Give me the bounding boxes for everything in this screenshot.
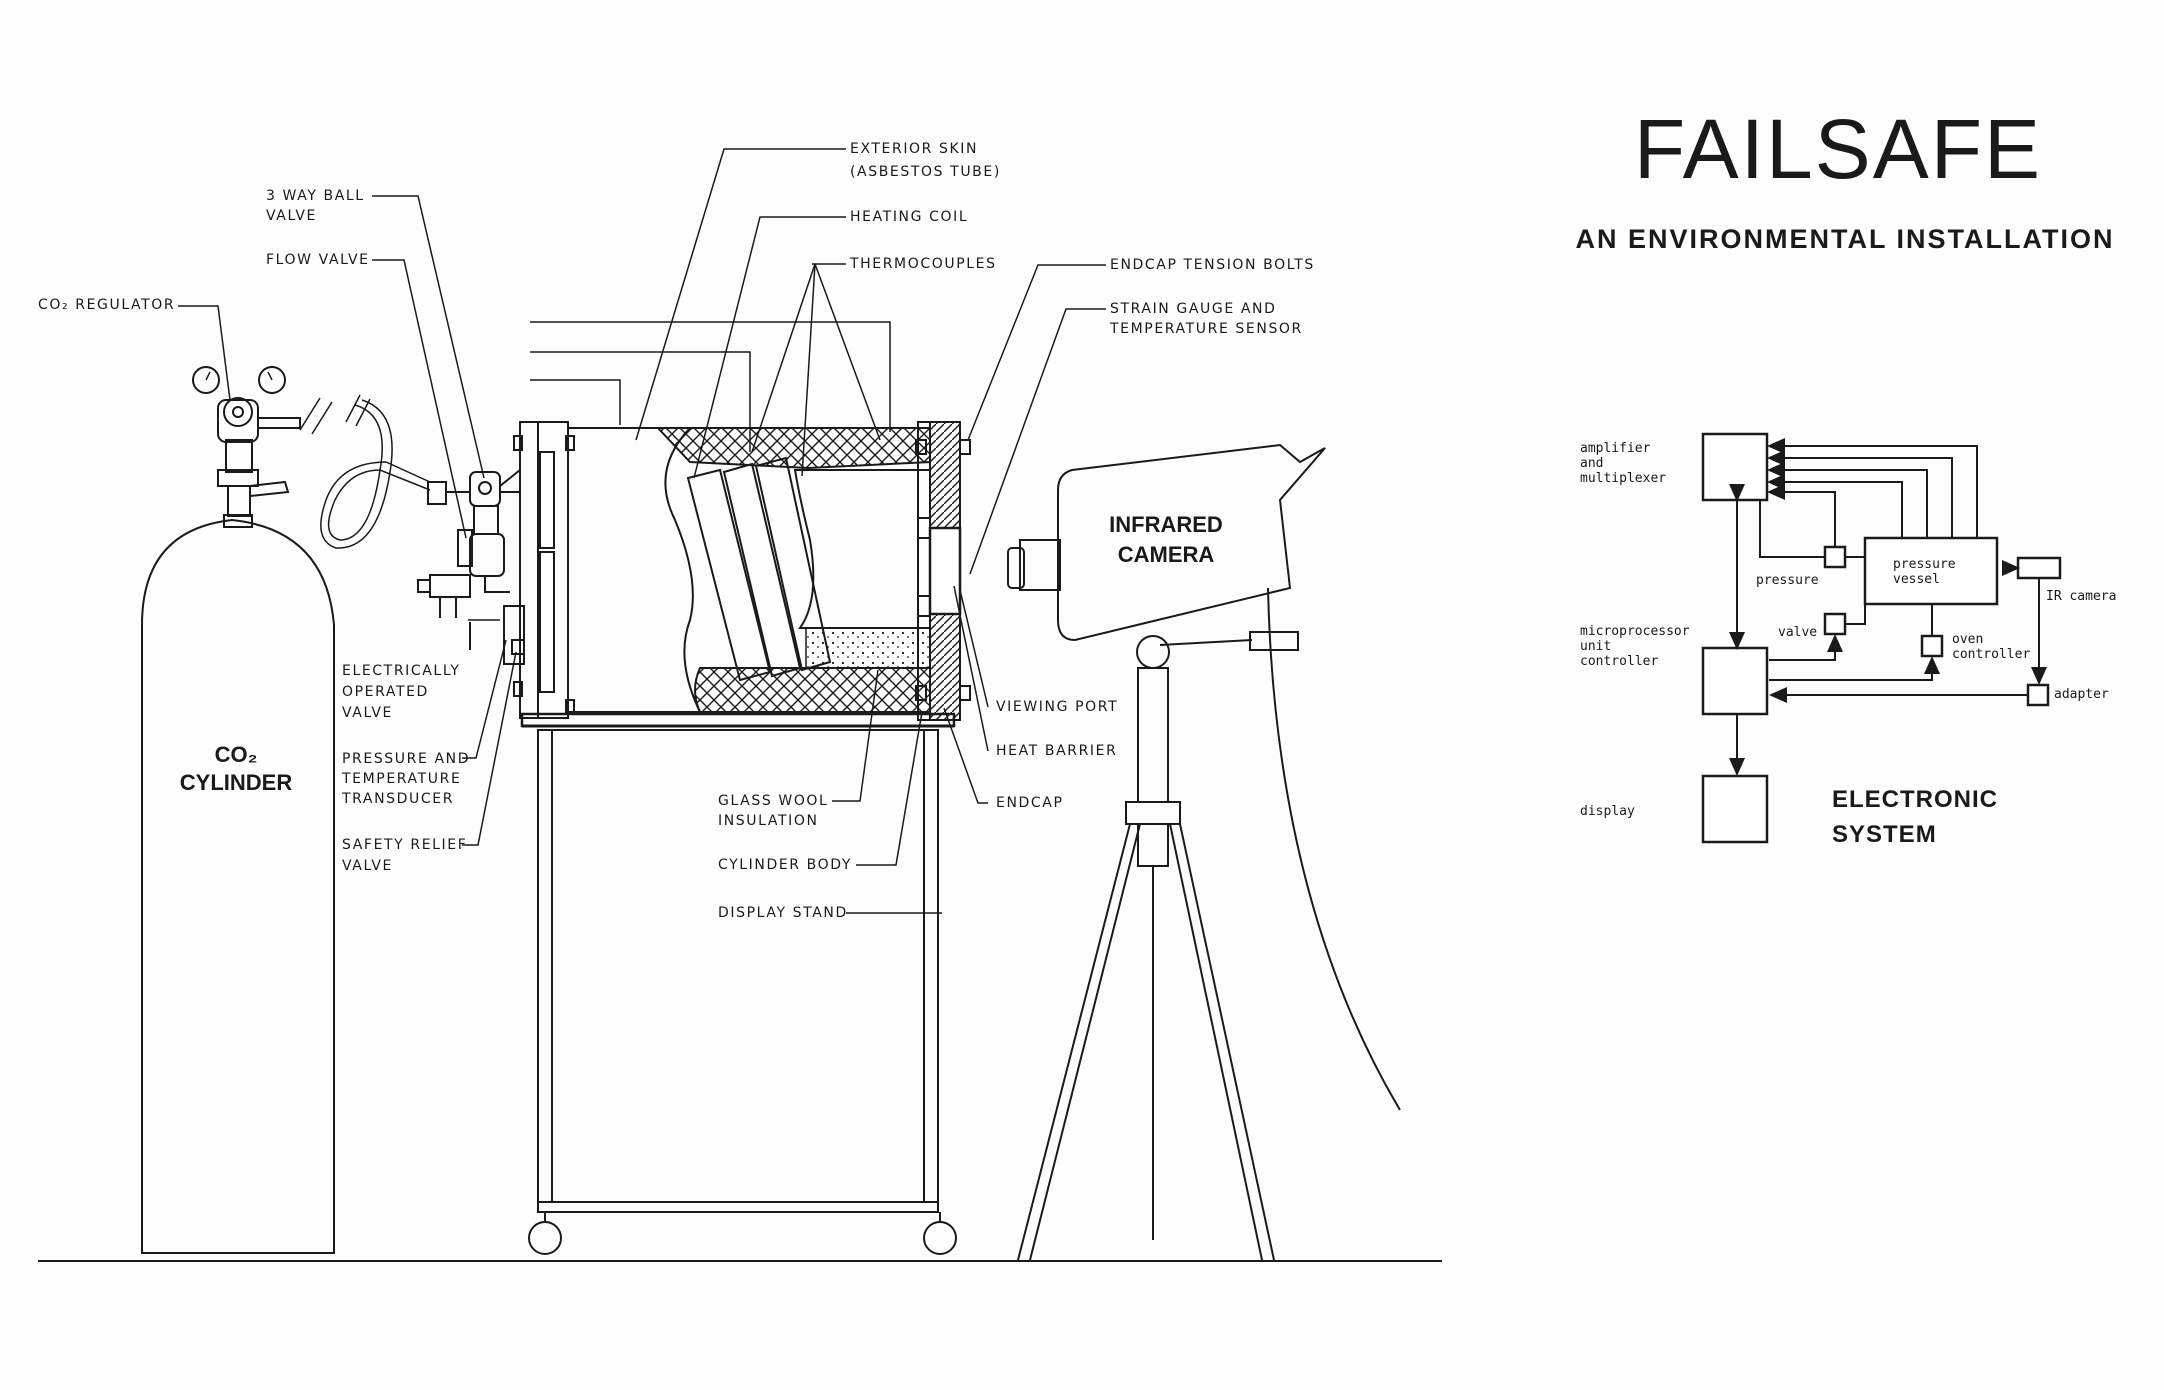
- valve-box: [1823, 612, 1847, 636]
- display-label: display: [1580, 804, 1635, 819]
- ir-camera-label: IR camera: [2046, 589, 2116, 604]
- ir-camera-box: [2016, 556, 2062, 580]
- microprocessor-label-line3: controller: [1580, 654, 1658, 669]
- adapter-box: [2026, 683, 2050, 707]
- gas-hose: [320, 394, 431, 549]
- electronic-system-title-line2: SYSTEM: [1832, 821, 1937, 848]
- cylinder-body-label: CYLINDER BODY: [718, 857, 852, 873]
- glass-wool-label-line1: GLASS WOOL: [718, 793, 828, 809]
- flow-valve-label: FLOW VALVE: [266, 252, 370, 268]
- heat-barrier-label: HEAT BARRIER: [996, 743, 1117, 759]
- oven-controller-label-line2: controller: [1952, 647, 2030, 662]
- vessel-callouts: EXTERIOR SKIN (ASBESTOS TUBE) HEATING CO…: [635, 141, 1315, 921]
- camera-label-line1: INFRARED: [1109, 512, 1223, 537]
- electric-valve-label-line2: OPERATED: [342, 684, 429, 700]
- cylinder-label-line1: CO₂: [215, 742, 258, 767]
- thermocouples-label: THERMOCOUPLES: [849, 256, 997, 272]
- camera-label-line2: CAMERA: [1118, 542, 1215, 567]
- strain-gauge-label-line2: TEMPERATURE SENSOR: [1109, 321, 1303, 337]
- transducer-label-line1: PRESSURE AND: [342, 751, 470, 767]
- electronic-system: amplifier and multiplexer microprocessor…: [1580, 432, 2116, 848]
- exterior-skin-label-line2: (ASBESTOS TUBE): [850, 164, 1001, 180]
- tension-bolts-label: ENDCAP TENSION BOLTS: [1110, 257, 1315, 273]
- transducer-label-line2: TEMPERATURE: [341, 771, 461, 787]
- glass-wool-label-line2: INSULATION: [718, 813, 819, 829]
- electric-valve-label-line3: VALVE: [342, 705, 393, 721]
- pressure-vessel-label-line2: vessel: [1893, 572, 1940, 587]
- display-box: [1701, 774, 1769, 844]
- heating-coil-label: HEATING COIL: [850, 209, 968, 225]
- valve-label: valve: [1778, 625, 1817, 640]
- microprocessor-label-line1: microprocessor: [1580, 624, 1690, 639]
- three-way-valve-label-line2: VALVE: [266, 208, 317, 224]
- cylinder-label-line2: CYLINDER: [180, 770, 293, 795]
- viewing-port-label: VIEWING PORT: [996, 699, 1118, 715]
- oven-controller-label-line1: oven: [1952, 632, 1983, 647]
- amplifier-label-line1: amplifier: [1580, 441, 1651, 456]
- amplifier-label-line3: multiplexer: [1580, 471, 1666, 486]
- microprocessor-box: [1701, 646, 1769, 716]
- pressure-vessel-label-line1: pressure: [1893, 557, 1956, 572]
- relief-valve-label-line1: SAFETY RELIEF: [342, 837, 467, 853]
- infrared-camera: INFRARED CAMERA: [1007, 443, 1401, 1261]
- microprocessor-label-line2: unit: [1580, 639, 1611, 654]
- valve-assembly: [417, 469, 521, 650]
- adapter-label: adapter: [2054, 687, 2109, 702]
- electronic-system-title-line1: ELECTRONIC: [1832, 786, 1998, 813]
- electric-valve-label-line1: ELECTRICALLY: [342, 663, 461, 679]
- oven-controller-box: [1920, 634, 1944, 658]
- display-stand-label: DISPLAY STAND: [718, 905, 848, 921]
- endcap-label: ENDCAP: [996, 795, 1064, 811]
- co2-regulator-label: CO₂ REGULATOR: [38, 297, 175, 313]
- pressure-vessel: [503, 321, 971, 721]
- co2-cylinder: CO₂ CYLINDER: [141, 366, 335, 1254]
- page-subtitle: AN ENVIRONMENTAL INSTALLATION: [1576, 224, 2115, 254]
- relief-valve-label-line2: VALVE: [342, 858, 393, 874]
- page-title: FAILSAFE: [1634, 102, 2042, 196]
- transducer-label-line3: TRANSDUCER: [341, 791, 454, 807]
- amplifier-box: [1701, 432, 1769, 502]
- left-callouts: CO₂ REGULATOR 3 WAY BALL VALVE FLOW VALV…: [38, 188, 517, 874]
- amplifier-label-line2: and: [1580, 456, 1603, 471]
- pressure-label: pressure: [1756, 573, 1819, 588]
- strain-gauge-label-line1: STRAIN GAUGE AND: [1110, 301, 1276, 317]
- exterior-skin-label-line1: EXTERIOR SKIN: [850, 141, 978, 157]
- three-way-valve-label-line1: 3 WAY BALL: [266, 188, 365, 204]
- pressure-sensor-box: [1823, 545, 1847, 569]
- heating-coil: [686, 456, 832, 682]
